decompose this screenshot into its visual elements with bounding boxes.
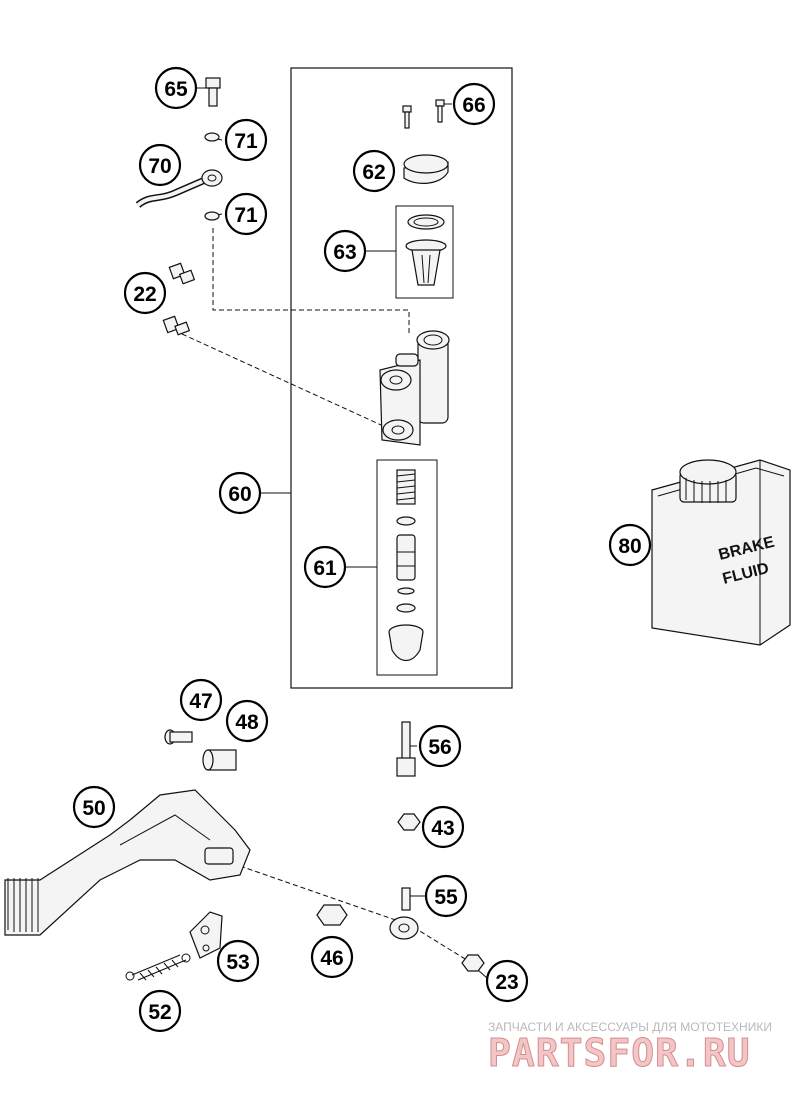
callout-56: 56 (418, 724, 462, 768)
nut-46 (316, 904, 348, 926)
svg-text:52: 52 (148, 1001, 171, 1024)
callout-43: 43 (421, 805, 465, 849)
svg-text:53: 53 (226, 951, 249, 974)
bolt-22-a (168, 262, 196, 285)
pushrod-56 (396, 721, 416, 777)
callout-48: 48 (225, 699, 269, 743)
callout-61: 61 (303, 545, 347, 589)
svg-text:47: 47 (189, 690, 212, 713)
svg-text:48: 48 (235, 711, 259, 734)
svg-text:71: 71 (234, 204, 258, 227)
svg-text:55: 55 (434, 886, 458, 909)
callout-63: 63 (323, 229, 367, 273)
svg-text:71: 71 (234, 130, 258, 153)
brake-fluid-bottle-80: BRAKE FLUID (651, 459, 791, 646)
bolt-65 (205, 77, 221, 107)
bolt-22-b (162, 315, 191, 336)
svg-text:80: 80 (618, 535, 641, 558)
banjo-hose-70 (135, 169, 223, 208)
callout-52: 52 (138, 989, 182, 1033)
callout-23: 23 (485, 959, 529, 1003)
callout-50: 50 (72, 785, 116, 829)
svg-text:60: 60 (228, 483, 251, 506)
screws-66 (402, 99, 445, 129)
callout-80: 80 (608, 523, 652, 567)
svg-text:70: 70 (148, 155, 171, 178)
svg-text:23: 23 (495, 971, 518, 994)
callout-22: 22 (123, 271, 167, 315)
assembly-frame-60 (290, 67, 513, 689)
nut-23 (461, 954, 485, 972)
reservoir-cap-62 (403, 154, 449, 184)
callout-66: 66 (452, 82, 496, 126)
pivot-bolt-47 (164, 729, 193, 745)
washer-71-bottom (204, 211, 220, 221)
assembly-frame-63 (395, 205, 454, 299)
callout-71-top: 71 (224, 118, 268, 162)
svg-text:66: 66 (462, 94, 485, 117)
spring-plate-53 (189, 911, 223, 959)
callout-47: 47 (179, 678, 223, 722)
bushing-48 (202, 749, 237, 771)
watermark-tagline: ЗАПЧАСТИ И АКСЕССУАРЫ ДЛЯ МОТОТЕХНИКИ (488, 1020, 772, 1034)
svg-text:22: 22 (133, 283, 156, 306)
watermark-brand: PARTSFOR.RU (488, 1031, 751, 1075)
callout-71-bottom: 71 (224, 192, 268, 236)
callout-46: 46 (310, 935, 354, 979)
svg-text:61: 61 (313, 557, 337, 580)
callout-60: 60 (218, 471, 262, 515)
piston-kit-61 (388, 469, 424, 662)
svg-text:56: 56 (428, 736, 451, 759)
diaphragm-63 (405, 214, 447, 286)
callout-70: 70 (138, 143, 182, 187)
svg-text:65: 65 (164, 78, 188, 101)
washer-71-top (204, 132, 220, 142)
svg-text:62: 62 (362, 161, 385, 184)
svg-text:43: 43 (431, 817, 454, 840)
return-spring-52 (125, 953, 191, 981)
callout-62: 62 (352, 149, 396, 193)
svg-text:46: 46 (320, 947, 343, 970)
clevis-55 (389, 887, 419, 940)
svg-text:63: 63 (333, 241, 356, 264)
callout-55: 55 (424, 874, 468, 918)
master-cylinder-body (379, 330, 450, 446)
callout-65: 65 (154, 66, 198, 110)
brake-pedal-50 (4, 789, 251, 936)
callout-53: 53 (216, 939, 260, 983)
nut-43 (397, 813, 421, 831)
svg-text:50: 50 (82, 797, 105, 820)
